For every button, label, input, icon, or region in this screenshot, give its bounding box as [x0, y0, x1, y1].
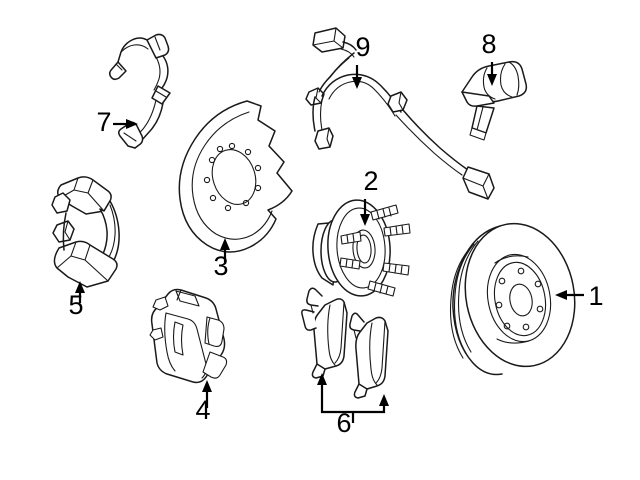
callout-label-2: 2: [363, 166, 378, 196]
part-abs-wire-harness: [305, 27, 495, 200]
callout-leader-6: [317, 373, 389, 423]
callout-label-8: 8: [481, 29, 496, 59]
callout-label-4: 4: [195, 395, 210, 425]
callout-leader-7: [113, 119, 138, 129]
callout-label-6: 6: [336, 408, 351, 438]
brake-pad-outer: [301, 287, 348, 379]
callout-leader-4: [202, 380, 212, 408]
part-brake-pad-set: [301, 287, 389, 399]
callout-label-3: 3: [213, 251, 228, 281]
callout-label-7: 7: [96, 107, 111, 137]
part-wheel-hub-bearing-assembly: [312, 199, 411, 297]
part-brake-hydraulic-hose: [108, 33, 171, 149]
callout-leader-3: [220, 238, 230, 264]
part-caliper-mounting-bracket: [51, 176, 120, 288]
brake-pad-inner: [349, 312, 389, 399]
callout-leader-1: [555, 290, 584, 300]
part-brake-caliper: [149, 288, 228, 384]
part-brake-rotor-disc: [449, 222, 576, 376]
callout-label-5: 5: [68, 290, 83, 320]
wheel-studs: [339, 204, 411, 297]
callout-leader-2: [360, 199, 370, 226]
callout-label-9: 9: [355, 32, 370, 62]
callout-leader-5: [75, 281, 85, 303]
part-brake-splash-shield: [178, 100, 293, 253]
callout-leader-9: [352, 65, 362, 89]
callout-leader-8: [487, 62, 497, 86]
part-wheel-speed-sensor: [461, 60, 528, 141]
callout-label-1: 1: [588, 281, 603, 311]
